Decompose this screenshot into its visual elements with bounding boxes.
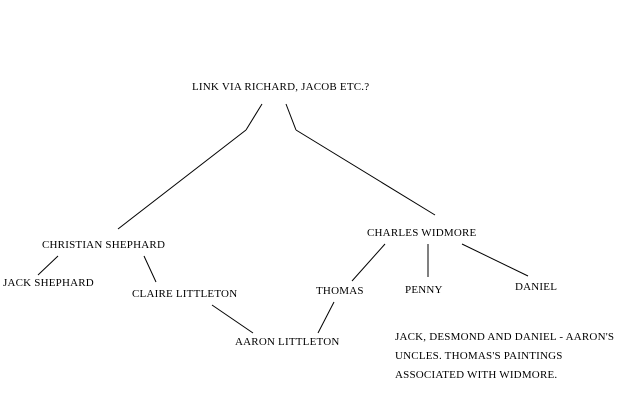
- node-thomas: THOMAS: [316, 285, 364, 297]
- note-line-1: JACK, DESMOND AND DANIEL - AARON'S: [395, 331, 615, 343]
- note-line-3: ASSOCIATED WITH WIDMORE.: [395, 369, 558, 381]
- node-penny: PENNY: [405, 284, 443, 296]
- node-charles-widmore: CHARLES WIDMORE: [367, 227, 477, 239]
- node-christian-shephard: CHRISTIAN SHEPHARD: [42, 239, 166, 251]
- node-jack-shephard: JACK SHEPHARD: [3, 277, 94, 289]
- node-claire-littleton: CLAIRE LITTLETON: [132, 288, 238, 300]
- edge-root-christian-top: [245, 103, 263, 131]
- edge-thomas-aaron: [317, 301, 335, 334]
- edge-charles-daniel: [461, 243, 529, 277]
- edge-root-christian: [117, 129, 247, 230]
- node-daniel: DANIEL: [515, 281, 558, 293]
- node-root-link: LINK VIA RICHARD, JACOB ETC.?: [192, 81, 370, 93]
- annotation-note: JACK, DESMOND AND DANIEL - AARON'S UNCLE…: [395, 328, 630, 385]
- edge-root-charles-top: [285, 103, 297, 131]
- edge-christian-jack: [37, 255, 59, 276]
- edge-claire-aaron: [211, 304, 254, 334]
- note-line-2: UNCLES. THOMAS'S PAINTINGS: [395, 350, 563, 362]
- node-aaron-littleton: AARON LITTLETON: [235, 336, 340, 348]
- edge-root-charles: [295, 129, 436, 216]
- edge-christian-claire: [143, 255, 157, 283]
- edge-charles-thomas: [351, 243, 386, 282]
